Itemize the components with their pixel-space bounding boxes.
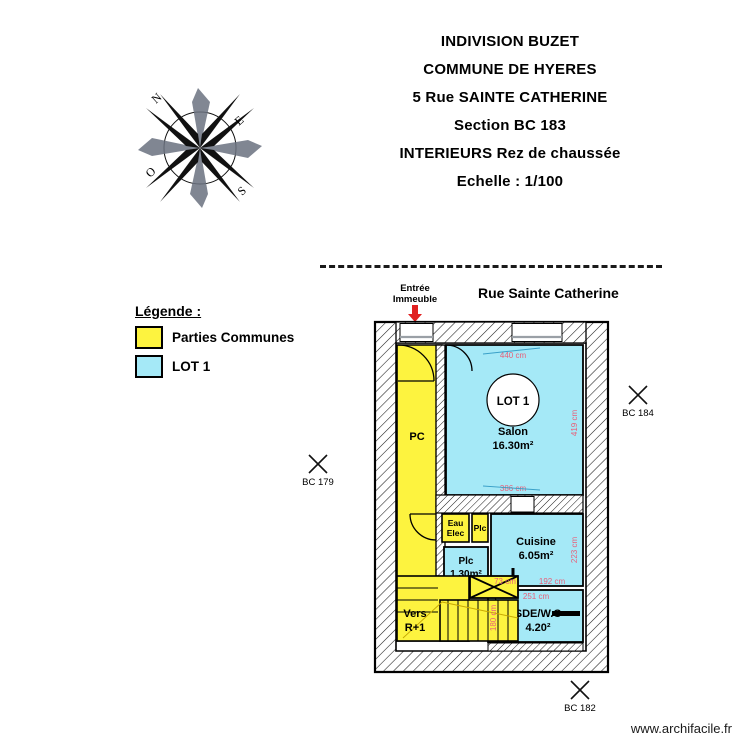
top-wall-openings xyxy=(395,321,587,344)
legend-label-parties-communes: Parties Communes xyxy=(172,330,295,345)
street-name-label: Rue Sainte Catherine xyxy=(478,285,619,301)
door-swing-pc-mid xyxy=(409,513,437,541)
dimension-419: 419 cm xyxy=(570,410,579,437)
dimension-leader-lines xyxy=(482,347,541,491)
parcel-label-bc179: BC 179 xyxy=(302,477,334,488)
room-label-sde: SDE/W.C xyxy=(515,608,562,620)
room-label-salon: Salon xyxy=(498,426,528,438)
compass-rose-icon: N E S O xyxy=(138,78,262,212)
dimension-440: 440 cm xyxy=(500,351,527,360)
room-area-salon: 16.30m² xyxy=(493,440,534,452)
room-label-plc-small: Plc xyxy=(474,523,487,533)
title-line-4: Section BC 183 xyxy=(453,117,566,134)
room-label-pc: PC xyxy=(409,431,424,443)
interior-wall-horizontal-mid xyxy=(435,494,584,514)
title-block: INDIVISION BUZET COMMUNE DE HYERES 5 Rue… xyxy=(330,28,690,196)
legend-label-lot1: LOT 1 xyxy=(172,359,211,374)
floor-plan: PC LOT 1 Salon 16.30m² xyxy=(370,318,612,678)
title-line-6: Echelle : 1/100 xyxy=(456,173,564,190)
entry-label-line2: Immeuble xyxy=(392,294,438,305)
room-area-cuisine: 6.05m² xyxy=(519,550,554,562)
title-line-3: 5 Rue SAINTE CATHERINE xyxy=(412,89,608,106)
dimension-192: 192 cm xyxy=(539,577,566,586)
room-eau-elec: Eau Elec xyxy=(441,513,470,543)
legend: Légende : Parties Communes LOT 1 xyxy=(135,303,335,384)
room-label-cuisine: Cuisine xyxy=(516,536,556,548)
legend-title: Légende : xyxy=(135,303,202,319)
room-salon: LOT 1 Salon 16.30m² xyxy=(445,344,584,496)
parcel-label-bc182: BC 182 xyxy=(564,703,596,714)
watermark-archifacile: www.archifacile.fr xyxy=(630,721,732,736)
room-label-plc-large: Plc xyxy=(458,556,473,567)
bottom-interior-wall xyxy=(487,642,584,652)
dimension-73: 73 cm xyxy=(494,577,516,586)
room-label-vers: Vers xyxy=(403,608,426,620)
parcel-marker-bc184: BC 184 xyxy=(608,383,668,419)
lot-badge: LOT 1 xyxy=(497,396,530,408)
building-entry-label: Entrée Immeuble xyxy=(382,283,448,305)
room-area-plc-large: 1.30m² xyxy=(450,569,482,580)
room-plc-small: Plc xyxy=(471,513,489,543)
legend-swatch-parties-communes xyxy=(135,326,163,349)
room-label-elec: Elec xyxy=(447,528,465,538)
dimension-180: 180 cm xyxy=(489,605,498,632)
room-cuisine: Cuisine 6.05m² xyxy=(490,513,584,587)
compass-label-north: N xyxy=(149,90,165,106)
dimension-251: 251 cm xyxy=(523,592,550,601)
legend-item-parties-communes: Parties Communes xyxy=(135,326,335,349)
legend-item-lot1: LOT 1 xyxy=(135,355,335,378)
title-line-2: COMMUNE DE HYERES xyxy=(423,61,597,78)
door-swing-pc-entry xyxy=(397,344,435,382)
entry-arrow-icon xyxy=(408,305,422,322)
title-line-5: INTERIEURS Rez de chaussée xyxy=(399,145,621,162)
parcel-marker-bc182: BC 182 xyxy=(550,678,610,714)
title-line-1: INDIVISION BUZET xyxy=(440,33,580,50)
room-label-r1: R+1 xyxy=(405,622,426,634)
door-swing-salon xyxy=(445,344,473,372)
cross-icon xyxy=(308,454,328,474)
room-label-eau: Eau xyxy=(448,518,464,528)
cross-icon xyxy=(570,680,590,700)
parcel-marker-bc179: BC 179 xyxy=(288,452,348,488)
legend-swatch-lot1 xyxy=(135,355,163,378)
staircase-vers-r1: Vers R+1 xyxy=(396,575,519,642)
cross-icon xyxy=(628,385,648,405)
compass-label-south: S xyxy=(235,183,249,198)
street-boundary-dashed-line xyxy=(320,265,662,268)
room-area-sde: 4.20² xyxy=(525,622,550,634)
parcel-label-bc184: BC 184 xyxy=(622,408,654,419)
entry-label-line1: Entrée xyxy=(400,283,430,294)
compass-label-west: O xyxy=(143,164,159,180)
dimension-223: 223 cm xyxy=(570,537,579,564)
